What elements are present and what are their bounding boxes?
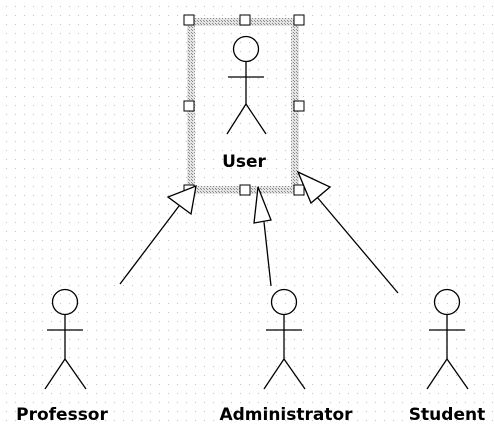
selection-handle-bottom-right[interactable] (293, 184, 305, 196)
generalization-arrowhead (166, 184, 197, 216)
generalization-arrowhead (253, 186, 272, 224)
actor-professor-label: Professor (16, 405, 108, 425)
actor-user-label: User (222, 152, 266, 172)
actor-student-label: Student (409, 405, 485, 425)
actor-professor[interactable]: Professor (16, 288, 108, 425)
actor-administrator-label: Administrator (219, 405, 353, 425)
generalization-arrowhead (296, 170, 332, 205)
actor-administrator[interactable]: Administrator (219, 288, 353, 425)
selection-handle-top-center[interactable] (239, 14, 251, 26)
selection-handle-top-left[interactable] (183, 14, 195, 26)
generalization-professor-user[interactable] (119, 184, 197, 285)
selection-handle-bottom-center[interactable] (239, 184, 251, 196)
generalization-student-user[interactable] (296, 170, 399, 294)
selection-handle-top-right[interactable] (293, 14, 305, 26)
generalization-administrator-user[interactable] (253, 186, 272, 287)
actor-user[interactable]: User (222, 35, 267, 173)
selection-handle-middle-right[interactable] (293, 100, 305, 112)
actor-student[interactable]: Student (409, 288, 485, 425)
selection-handle-middle-left[interactable] (183, 100, 195, 112)
